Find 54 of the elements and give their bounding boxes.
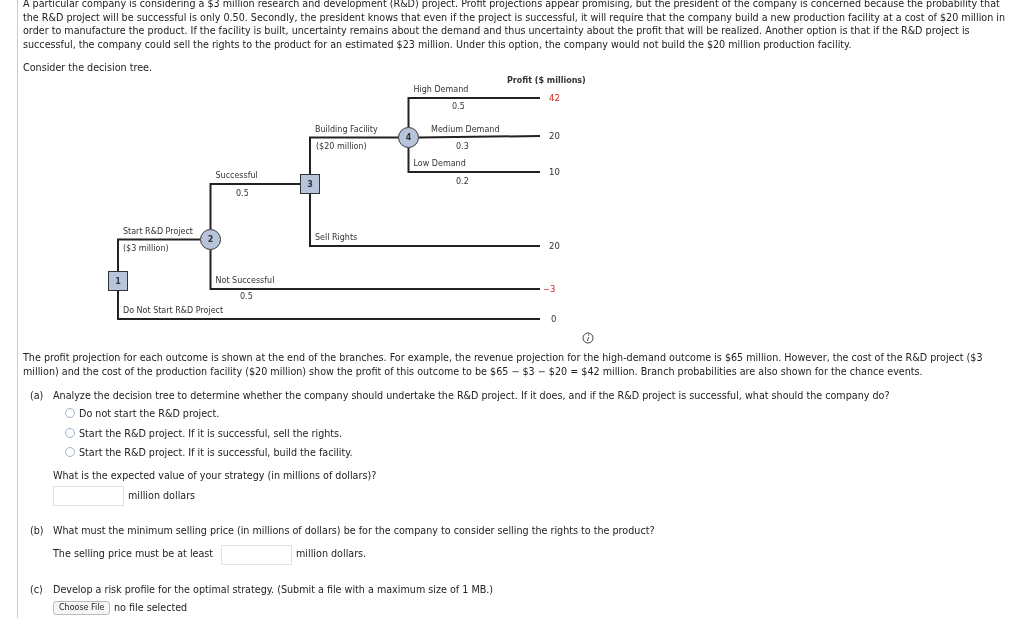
unit-text: million dollars. — [296, 547, 367, 561]
edge-label: Building Facility — [315, 124, 378, 135]
question-text: What must the minimum selling price (in millions of dollars) be for the company to consider selling the rights to the product? — [53, 524, 655, 538]
part-marker: (a) — [30, 389, 44, 403]
question-text: Develop a risk profile for the optimal strategy. (Submit a file with a maximum size of 1 MB.) — [53, 583, 494, 597]
payoff-value: 42 — [549, 92, 560, 104]
choose-file-button: Choose File — [53, 601, 111, 615]
edge-label: Low Demand — [413, 159, 466, 169]
edge-label: High Demand — [413, 85, 469, 95]
column-heading: Profit ($ millions) — [507, 76, 586, 86]
chance-node: 2 — [200, 229, 221, 250]
branch-line — [209, 183, 301, 230]
cost-label: ($3 million) — [123, 244, 169, 254]
paragraph: The profit projection for each outcome is shown at the end of the branches. For example, the revenue projection for the high-demand outcome is $65 million. However, the cost of the R&D project ($3 million) and the cost of the production facility ($20 million) show the profit of this outcome to be $65 − $3 − $20 = $42 million. Branch probabilities are also shown for the chance events. — [23, 351, 984, 379]
status-text: no file selected — [114, 601, 188, 615]
edge-label: Start R&D Project — [123, 226, 193, 237]
probability-label: 0.5 — [240, 292, 253, 302]
edge-label: Do Not Start R&D Project — [123, 306, 224, 316]
payoff-value: −3 — [543, 283, 556, 295]
paragraph: Consider the decision tree. — [23, 61, 153, 75]
branch-line — [309, 193, 541, 247]
branch-line — [418, 135, 541, 139]
payoff-value: 20 — [549, 240, 560, 252]
chance-node: 4 — [398, 127, 419, 148]
option-label: Start the R&D project. If it is successful, sell the rights. — [79, 427, 343, 441]
paragraph: A particular company is considering a $3 million research and development (R&D) project. Profit projections appear promising, but the president of the company is concerned because the probability that the R&D project will be successful is only 0.50. Secondly, the president knows that even if the project is successful, it will require that the company build a new production facility at a cost of $20 million in order to manufacture the product. If the facility is built, uncertainty remains about the demand and thus uncertainty about the profit that will be realized. Another option is that if the R&D project is successful, the company could sell the rights to the product for an estimated $23 million. Under this option, the company would not build the $20 million production facility. — [23, 0, 1007, 52]
payoff-value: 20 — [549, 130, 560, 142]
branch-line — [407, 147, 541, 173]
payoff-value: 10 — [549, 166, 560, 178]
probability-label: 0.5 — [452, 102, 465, 112]
question-text: The selling price must be at least — [53, 547, 214, 561]
edge-label: Successful — [215, 171, 258, 181]
decision-node: 3 — [300, 174, 320, 194]
payoff-value: 0 — [551, 313, 557, 325]
question-text: What is the expected value of your strategy (in millions of dollars)? — [53, 469, 377, 483]
edge-label: Medium Demand — [431, 124, 500, 135]
branch-line — [209, 249, 541, 290]
option-label: Do not start the R&D project. — [79, 407, 220, 421]
unit-text: million dollars — [128, 489, 196, 503]
probability-label: 0.2 — [456, 177, 469, 187]
question-text: Analyze the decision tree to determine whether the company should undertake the R&D project. If it does, and if the R&D project is successful, what should the company do? — [53, 389, 890, 403]
branch-line — [309, 136, 399, 175]
probability-label: 0.3 — [456, 142, 469, 152]
branch-line — [117, 238, 201, 272]
part-marker: (c) — [30, 583, 43, 597]
branch-line — [407, 97, 541, 128]
edge-label: Sell Rights — [315, 233, 358, 243]
option-label: Start the R&D project. If it is successful, build the facility. — [79, 446, 353, 460]
edge-label: Not Successful — [215, 276, 275, 286]
decision-node: 1 — [108, 271, 128, 291]
cost-label: ($20 million) — [316, 142, 367, 152]
part-marker: (b) — [30, 524, 44, 538]
branch-line — [117, 290, 541, 320]
probability-label: 0.5 — [236, 189, 249, 199]
